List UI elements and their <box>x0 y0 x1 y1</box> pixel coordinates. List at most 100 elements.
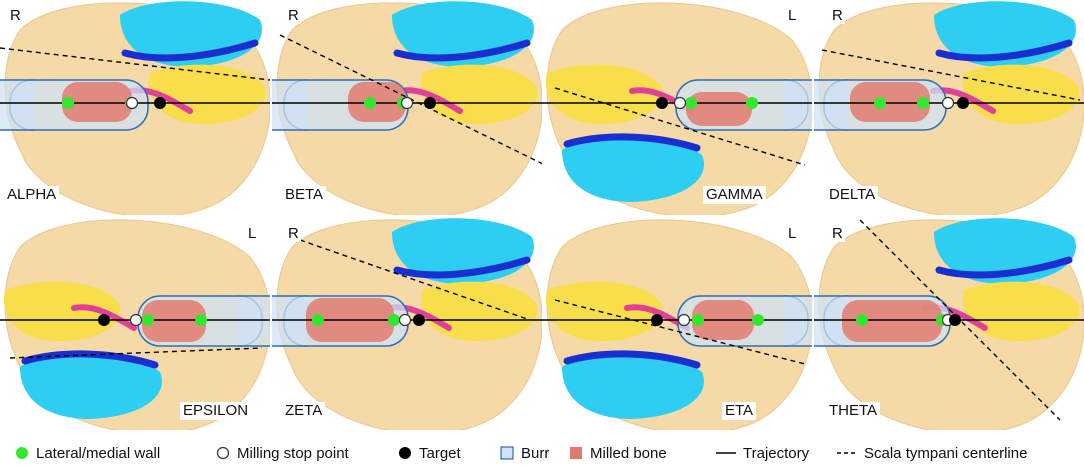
target-point <box>949 314 961 326</box>
medial-wall-point <box>195 314 207 326</box>
legend-burr: Burr <box>499 444 549 462</box>
green-dot-icon <box>16 447 28 459</box>
figure-panels <box>0 1 1084 432</box>
milled-bone <box>348 82 406 122</box>
burr-shaft <box>272 296 308 346</box>
panel-eta-anatomy <box>542 219 812 432</box>
dark-band <box>563 350 701 369</box>
target-point <box>98 314 110 326</box>
legend-burr-label: Burr <box>521 444 550 462</box>
panel-eta <box>542 219 812 432</box>
scala-centerline <box>279 34 542 165</box>
lateral-wall-point <box>142 314 154 326</box>
chamber-region <box>562 136 704 202</box>
panel-label-delta: DELTA <box>826 186 879 204</box>
medial-wall-point <box>917 97 929 109</box>
milling-stop-point <box>125 96 139 110</box>
burr-shaft <box>272 80 308 130</box>
panel-beta-anatomy <box>272 1 542 215</box>
burr-square-icon <box>500 446 514 460</box>
legend-trajectory-label: Trajectory <box>743 444 810 462</box>
side-label-zeta: R <box>286 225 301 242</box>
panel-delta-anatomy <box>814 1 1084 215</box>
legend-wall-label: Lateral/medial wall <box>36 444 161 462</box>
milled-bone <box>842 300 942 342</box>
soft-tissue-region <box>546 281 663 341</box>
side-label-theta: R <box>830 225 845 242</box>
soft-tissue-region <box>963 281 1080 341</box>
panel-label-eta: ETA <box>722 402 757 420</box>
legend-milled-label: Milled bone <box>590 444 667 462</box>
burr-shaft <box>238 296 270 346</box>
scala-centerline <box>821 49 1081 101</box>
target-point <box>651 314 663 326</box>
legend-milled: Milled bone <box>568 444 667 462</box>
side-label-beta: R <box>286 7 301 24</box>
soft-tissue-region <box>149 64 266 124</box>
panel-epsilon-anatomy <box>0 219 270 432</box>
lateral-wall-point <box>692 314 704 326</box>
burr-shaft <box>0 80 34 130</box>
panel-alpha-anatomy <box>0 1 270 215</box>
medial-wall-point <box>752 314 764 326</box>
milling-stop-point <box>941 96 955 110</box>
panel-gamma <box>542 2 812 215</box>
target-point <box>957 97 969 109</box>
milling-stop-point <box>677 313 691 327</box>
legend-scala: Scala tympani centerline <box>836 444 1027 462</box>
panel-beta <box>272 1 542 215</box>
target-point <box>656 97 668 109</box>
white-dot-icon <box>216 446 230 460</box>
black-dot-icon <box>399 447 411 459</box>
legend-scala-label: Scala tympani centerline <box>864 444 1028 462</box>
scala-centerline <box>554 299 806 365</box>
lateral-wall-point <box>685 97 697 109</box>
burr-shaft <box>814 80 848 130</box>
milled-bone <box>850 82 930 122</box>
panel-delta <box>814 1 1084 215</box>
panel-label-alpha: ALPHA <box>4 186 60 204</box>
legend: Lateral/medial wall Milling stop point T… <box>0 436 1084 468</box>
legend-stop: Milling stop point <box>215 444 349 462</box>
panel-label-gamma: GAMMA <box>703 186 766 204</box>
target-point <box>413 314 425 326</box>
panel-zeta <box>272 218 542 432</box>
soft-tissue-region <box>4 281 121 341</box>
milled-bone <box>686 92 752 126</box>
dark-band <box>935 39 1073 62</box>
solid-line-icon <box>716 452 736 454</box>
panel-theta <box>814 218 1084 432</box>
dark-band <box>21 350 159 369</box>
lateral-wall-point <box>874 97 886 109</box>
panel-zeta-anatomy <box>272 218 542 432</box>
dark-band <box>393 256 531 279</box>
panel-theta-anatomy <box>814 218 1084 432</box>
chamber-region <box>562 353 704 419</box>
milled-bone <box>142 300 206 342</box>
milled-bone <box>62 82 132 122</box>
target-point <box>154 97 166 109</box>
panel-label-beta: BETA <box>282 186 327 204</box>
medial-wall-point <box>746 97 758 109</box>
dark-band <box>121 39 259 62</box>
chamber-region <box>20 353 162 419</box>
pink-structure <box>71 304 137 331</box>
dashed-line-icon <box>837 452 857 454</box>
legend-target-label: Target <box>419 444 461 462</box>
scala-centerline <box>859 219 1061 421</box>
panel-alpha <box>0 1 270 215</box>
panel-label-theta: THETA <box>826 402 881 420</box>
scala-centerline <box>0 47 270 81</box>
legend-stop-label: Milling stop point <box>237 444 349 462</box>
legend-trajectory: Trajectory <box>715 444 809 462</box>
panel-label-epsilon: EPSILON <box>180 402 252 420</box>
dark-band <box>393 39 531 62</box>
dark-band <box>935 256 1073 279</box>
lateral-wall-point <box>312 314 324 326</box>
scala-centerline <box>554 87 806 166</box>
figure: ALPHA BETA GAMMA DELTA EPSILON ZETA ETA … <box>0 1 1084 432</box>
scala-centerline <box>299 239 531 321</box>
milling-stop-point <box>400 96 414 110</box>
side-label-eta: L <box>786 225 799 242</box>
side-label-epsilon: L <box>246 225 259 242</box>
